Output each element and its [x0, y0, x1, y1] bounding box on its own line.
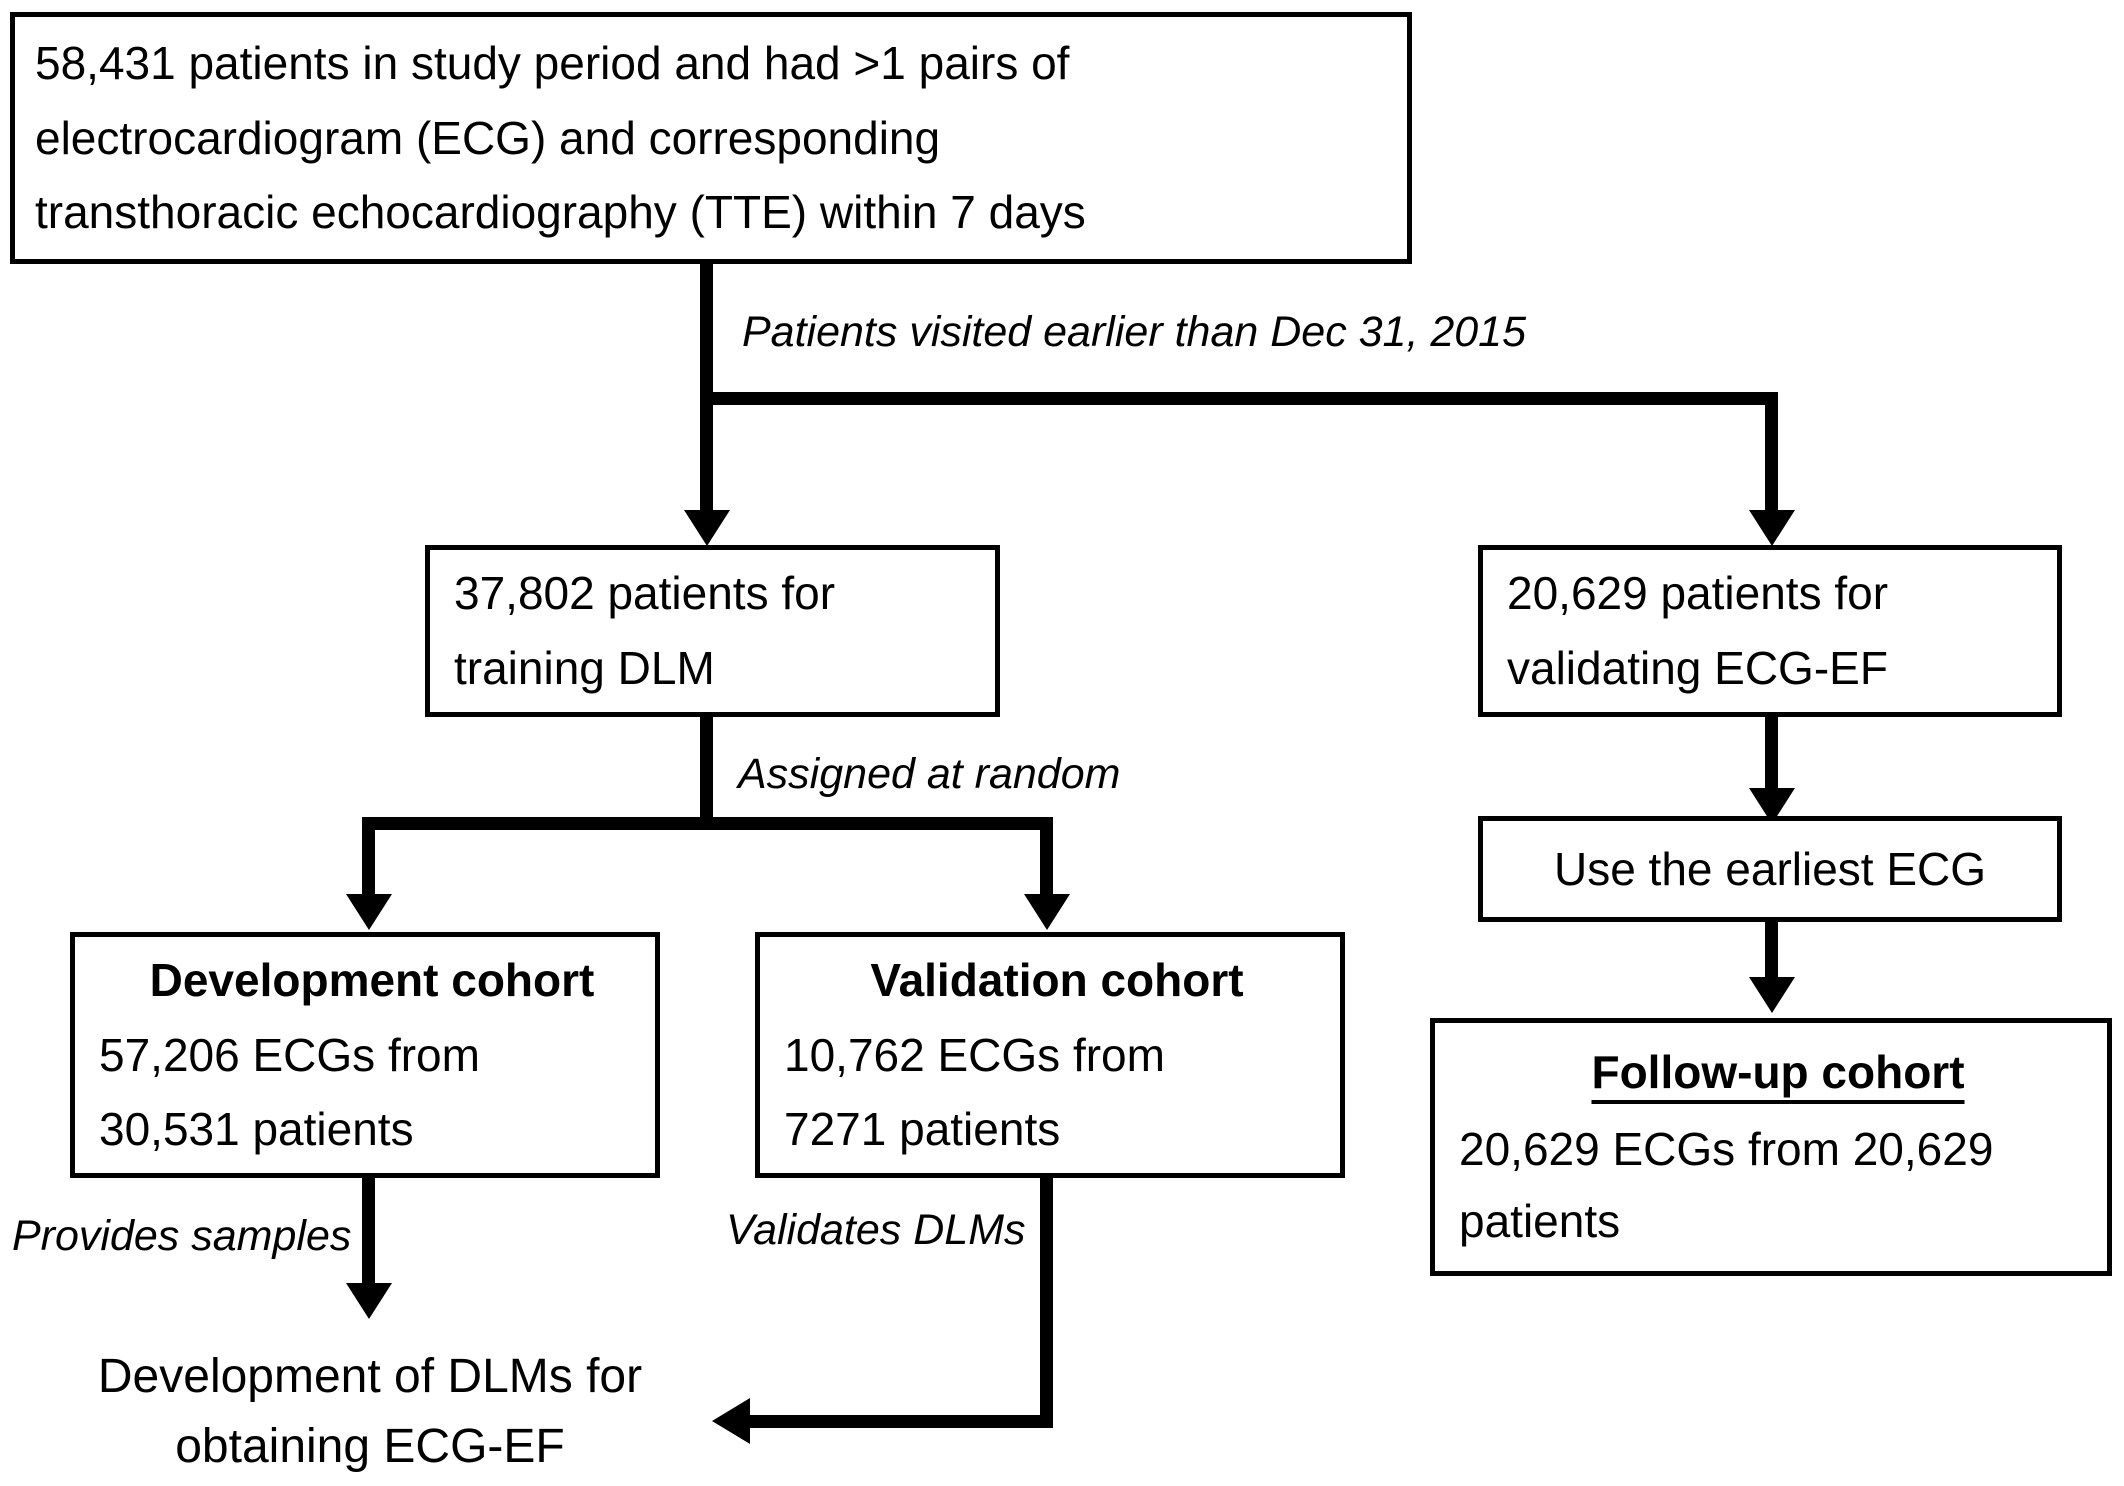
- arrowhead-to-validating: [1749, 510, 1795, 546]
- connector-split-left-down: [362, 817, 375, 897]
- training-line-1: 37,802 patients for: [454, 567, 836, 620]
- eligible-line-1: 58,431 patients in study period and had …: [35, 37, 1070, 90]
- node-validating-ecg-ef: 20,629 patients for validating ECG-EF: [1478, 545, 2062, 717]
- followup-cohort-title-text: Follow-up cohort: [1591, 1046, 1965, 1099]
- node-followup-cohort: Follow-up cohort 20,629 ECGs from 20,629…: [1430, 1018, 2112, 1276]
- development-cohort-title: Development cohort: [149, 954, 595, 1007]
- use-earliest-text: Use the earliest ECG: [1553, 842, 1987, 895]
- connector-validation-down: [1040, 1178, 1053, 1428]
- validation-cohort-title: Validation cohort: [870, 954, 1244, 1007]
- connector-validation-left: [745, 1415, 1053, 1428]
- arrowhead-validation-to-dlm: [712, 1398, 750, 1444]
- development-cohort-line-2: 30,531 patients: [99, 1103, 414, 1156]
- validation-cohort-line-1: 10,762 ECGs from: [784, 1028, 1165, 1081]
- connector-earliest-down: [1765, 922, 1778, 980]
- edge-label-assigned-at-random: Assigned at random: [738, 750, 1121, 798]
- dlm-development-line-1: Development of DLMs for: [97, 1350, 643, 1403]
- eligible-line-3: transthoracic echocardiography (TTE) wit…: [35, 186, 1086, 239]
- edge-label-provides-samples: Provides samples: [12, 1212, 352, 1260]
- connector-training-down: [700, 715, 713, 822]
- node-dlm-development: Development of DLMs for obtaining ECG-EF: [35, 1342, 705, 1481]
- connector-branch-horizontal: [700, 392, 1778, 405]
- followup-cohort-title: Follow-up cohort: [1459, 1037, 2097, 1108]
- edge-label-visited-earlier: Patients visited earlier than Dec 31, 20…: [742, 308, 1527, 356]
- connector-split-right-down: [1040, 817, 1053, 897]
- node-development-cohort: Development cohort 57,206 ECGs from 30,5…: [70, 932, 660, 1178]
- followup-cohort-line-2: patients: [1459, 1194, 1621, 1247]
- connector-eligible-down: [700, 260, 713, 516]
- validation-cohort-line-2: 7271 patients: [784, 1103, 1061, 1156]
- node-eligible-patients: 58,431 patients in study period and had …: [10, 12, 1412, 264]
- arrowhead-to-dlm-development: [346, 1283, 392, 1319]
- followup-cohort-line-1: 20,629 ECGs from 20,629: [1459, 1123, 1994, 1176]
- arrowhead-to-followup: [1749, 977, 1795, 1013]
- validating-line-1: 20,629 patients for: [1507, 567, 1889, 620]
- edge-label-validates-dlms: Validates DLMs: [726, 1206, 1026, 1254]
- connector-validating-down: [1765, 715, 1778, 791]
- eligible-line-2: electrocardiogram (ECG) and correspondin…: [35, 111, 941, 164]
- development-cohort-line-1: 57,206 ECGs from: [99, 1028, 480, 1081]
- validating-line-2: validating ECG-EF: [1507, 642, 1888, 694]
- node-training-dlm: 37,802 patients for training DLM: [425, 545, 1000, 717]
- dlm-development-line-2: obtaining ECG-EF: [175, 1419, 565, 1473]
- connector-development-down: [362, 1178, 375, 1286]
- connector-split-horizontal: [362, 817, 1053, 830]
- arrowhead-to-validation-cohort: [1024, 894, 1070, 930]
- node-validation-cohort: Validation cohort 10,762 ECGs from 7271 …: [755, 932, 1345, 1178]
- training-line-2: training DLM: [454, 642, 715, 694]
- arrowhead-to-training: [684, 510, 730, 546]
- arrowhead-to-development-cohort: [346, 894, 392, 930]
- node-use-earliest-ecg: Use the earliest ECG: [1478, 816, 2062, 922]
- connector-branch-right-down: [1765, 392, 1778, 514]
